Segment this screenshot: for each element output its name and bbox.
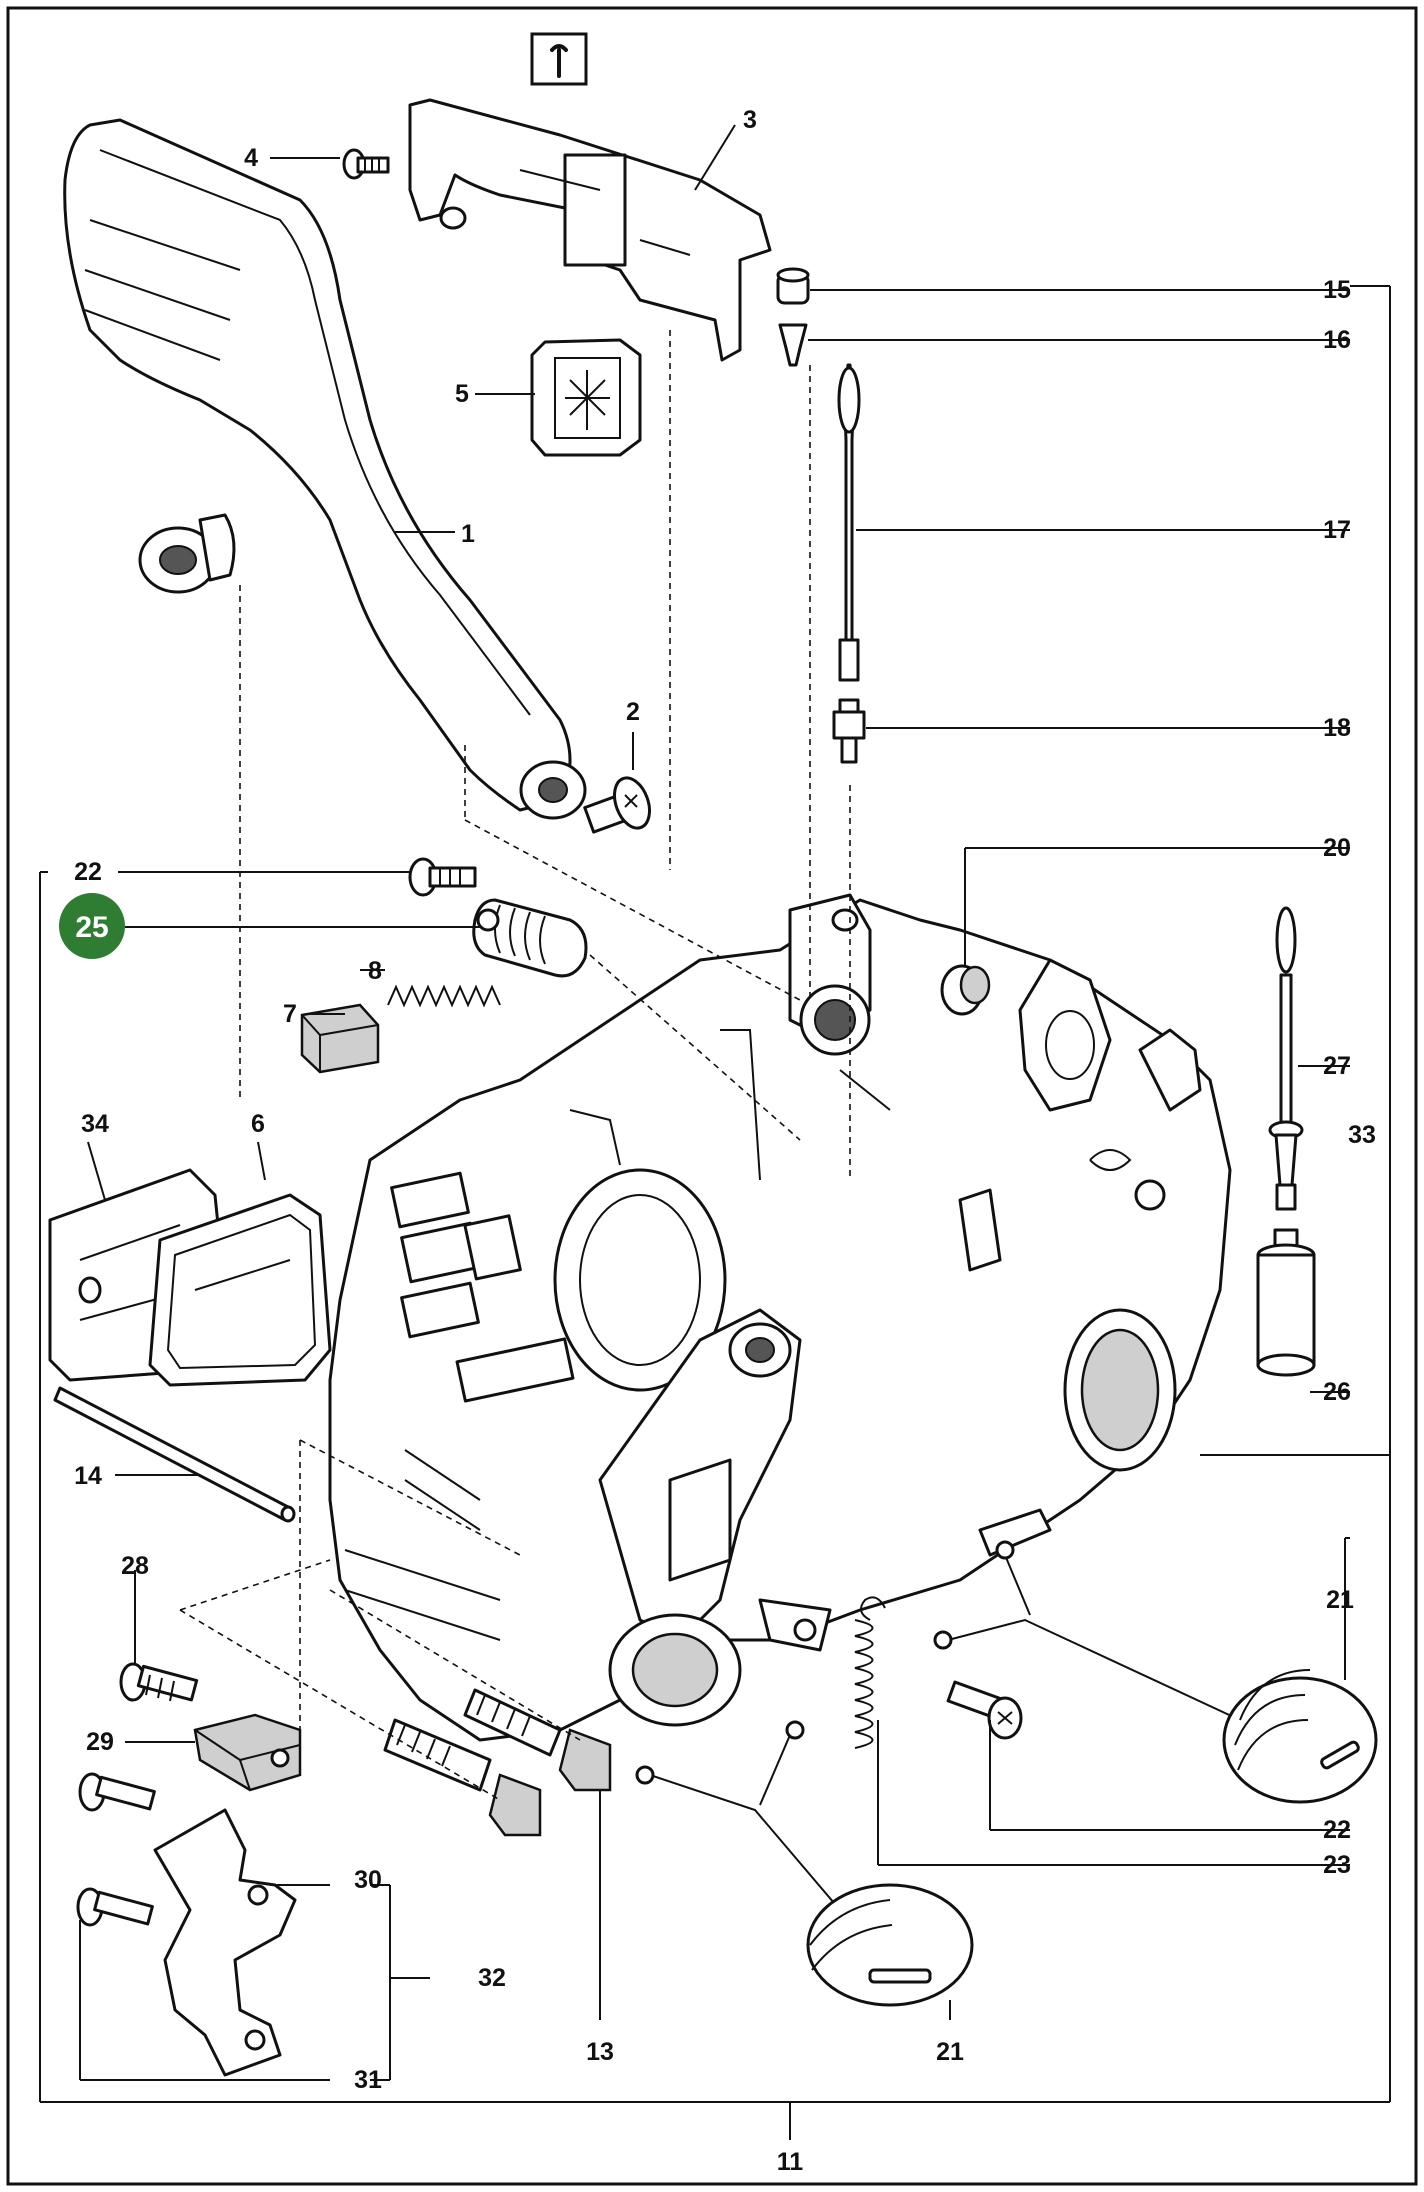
part-16-valve: [778, 323, 808, 367]
part-14-rod: [53, 1386, 296, 1523]
part-8-spring: [387, 984, 501, 1008]
label-23: 23: [1323, 1851, 1351, 1879]
label-4: 4: [244, 144, 258, 172]
part-27-tube: [1275, 906, 1297, 1137]
part-29-bracket: [193, 1713, 302, 1792]
part-2-screw: [583, 776, 651, 834]
label-27: 27: [1323, 1052, 1351, 1080]
label-34: 34: [81, 1110, 109, 1138]
label-3: 3: [743, 106, 757, 134]
label-29: 29: [86, 1728, 114, 1756]
part-20-bushing: [940, 964, 991, 1016]
part-13-bolts: [383, 1688, 612, 1837]
label-5: 5: [455, 380, 469, 408]
part-25-spring-assembly: [472, 898, 588, 978]
label-26: 26: [1323, 1378, 1351, 1406]
part-28-screw: [119, 1662, 199, 1702]
label-15: 15: [1323, 276, 1351, 304]
part-4-screw: [342, 148, 390, 180]
part-33-grommet: [1268, 1120, 1304, 1211]
label-7: 7: [283, 1000, 297, 1028]
label-22-lower: 22: [1323, 1816, 1351, 1844]
part-6-gasket: [148, 1193, 332, 1387]
part-32-catcher-assembly: [76, 1772, 297, 2077]
part-17-tube: [837, 363, 861, 682]
part-21-cap-bottom: [635, 1720, 974, 2007]
part-21-cap-right: [933, 1540, 1378, 1804]
leader-lines: [39, 124, 1391, 2140]
label-25: 25: [75, 911, 108, 944]
label-22-upper: 22: [74, 858, 102, 886]
label-16: 16: [1323, 326, 1351, 354]
part-11-crankcase: [328, 893, 1232, 1742]
part-3-cover-plate: [408, 98, 772, 362]
label-20: 20: [1323, 834, 1351, 862]
badge-25: 25: [59, 893, 125, 959]
label-21-bottom: 21: [936, 2038, 964, 2066]
part-22-screw-upper: [408, 857, 477, 897]
part-26-fuel-filter: [1256, 1228, 1316, 1377]
part-18-fitting: [832, 698, 866, 764]
label-13: 13: [586, 2038, 614, 2066]
label-18: 18: [1323, 714, 1351, 742]
part-15-cap: [776, 267, 810, 305]
page-frame: [6, 6, 1418, 2186]
part-5-filter: [530, 338, 642, 457]
label-2: 2: [626, 698, 640, 726]
label-17: 17: [1323, 516, 1351, 544]
label-33: 33: [1348, 1121, 1376, 1149]
label-28: 28: [121, 1552, 149, 1580]
label-1: 1: [461, 520, 475, 548]
wrench-icon: [530, 32, 588, 86]
part-22-screw-lower: [946, 1680, 1023, 1740]
label-14: 14: [74, 1462, 102, 1490]
part-1-chain-brake-handle: [63, 118, 587, 820]
part-7-block: [300, 1003, 380, 1074]
label-11: 11: [777, 2148, 804, 2176]
part-labels: 4 3 5 1 2 15 16 17 18 20 27 33 26 21 22 …: [74, 106, 1376, 2176]
label-8: 8: [368, 957, 382, 985]
label-31: 31: [354, 2066, 382, 2094]
label-21-right: 21: [1326, 1586, 1354, 1614]
part-23-spring: [854, 1596, 886, 1749]
label-30: 30: [354, 1866, 382, 1894]
label-32: 32: [478, 1964, 506, 1992]
label-6: 6: [251, 1110, 265, 1138]
